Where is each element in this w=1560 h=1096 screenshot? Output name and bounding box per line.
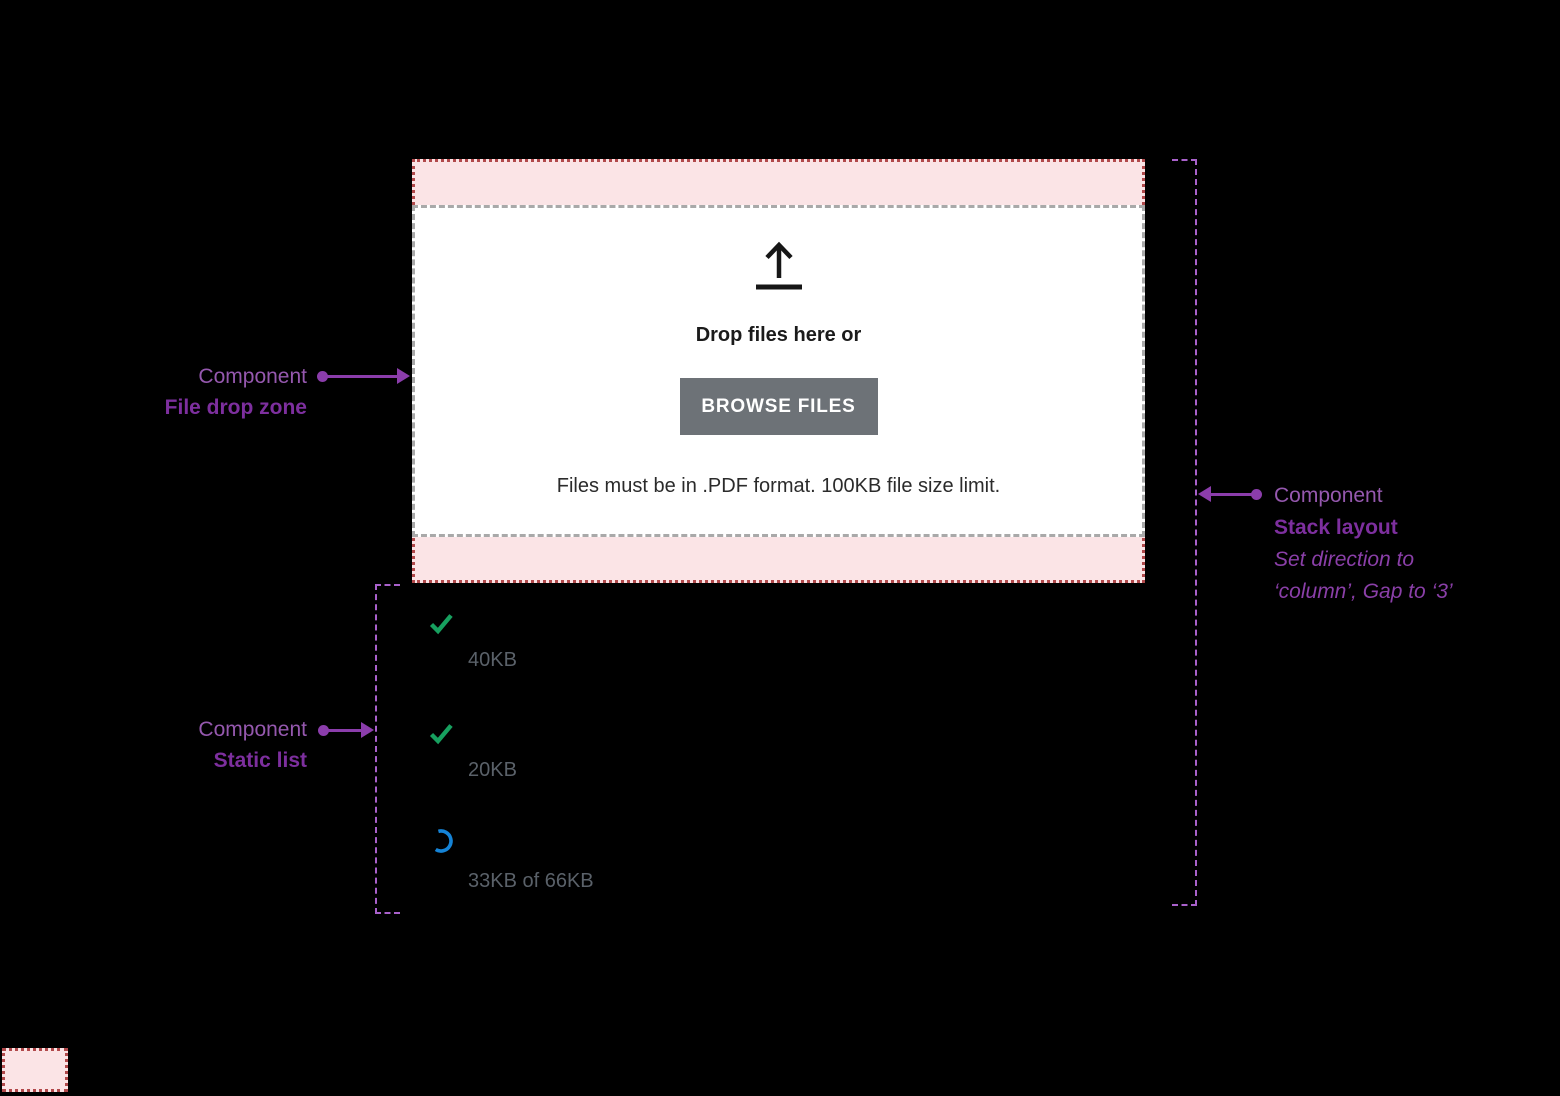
callout-static-list: Component Static list <box>198 714 307 776</box>
callout-arrow-line <box>322 375 400 378</box>
file-drop-zone[interactable]: Drop files here or BROWSE FILES Files mu… <box>412 159 1145 583</box>
file-size-label: 20KB <box>468 759 517 781</box>
callout-eyebrow: Component <box>198 365 307 388</box>
callout-title: File drop zone <box>164 396 307 419</box>
file-size-label: 40KB <box>468 649 517 671</box>
callout-arrow-line <box>323 729 363 732</box>
upload-progress-label: 33KB of 66KB <box>468 870 594 892</box>
stack-layout-outline-right-edge <box>1195 159 1197 906</box>
arrow-right-icon <box>397 368 410 384</box>
stack-layout-outline-top-corner <box>1172 159 1197 161</box>
check-icon <box>429 614 453 635</box>
arrow-left-icon <box>1198 486 1211 502</box>
static-list-outline-bottom-corner <box>375 912 400 914</box>
drop-files-text: Drop files here or <box>695 324 862 346</box>
upload-icon <box>755 241 802 290</box>
callout-eyebrow: Component <box>1274 484 1383 507</box>
callout-dot <box>1251 489 1262 500</box>
legend-swatch <box>2 1048 68 1092</box>
static-list-outline-left-edge <box>375 584 377 914</box>
callout-note-line2: ‘column’, Gap to ‘3’ <box>1274 580 1453 603</box>
file-requirements-text: Files must be in .PDF format. 100KB file… <box>556 475 1001 497</box>
check-icon <box>429 724 453 745</box>
callout-file-drop-zone: Component File drop zone <box>165 361 307 423</box>
arrow-right-icon <box>361 722 374 738</box>
stack-layout-outline-bottom-corner <box>1172 904 1197 906</box>
browse-files-button[interactable]: BROWSE FILES <box>679 378 878 435</box>
callout-arrow-line <box>1208 493 1256 496</box>
callout-title: Static list <box>213 749 307 772</box>
callout-stack-layout: Component Stack layout Set direction to … <box>1274 480 1453 608</box>
callout-title: Stack layout <box>1274 516 1398 539</box>
file-drop-target[interactable]: Drop files here or BROWSE FILES Files mu… <box>412 205 1145 537</box>
callout-eyebrow: Component <box>198 718 307 741</box>
callout-note-line1: Set direction to <box>1274 548 1415 571</box>
static-list-outline-top-corner <box>375 584 400 586</box>
spinner-icon <box>429 829 453 853</box>
